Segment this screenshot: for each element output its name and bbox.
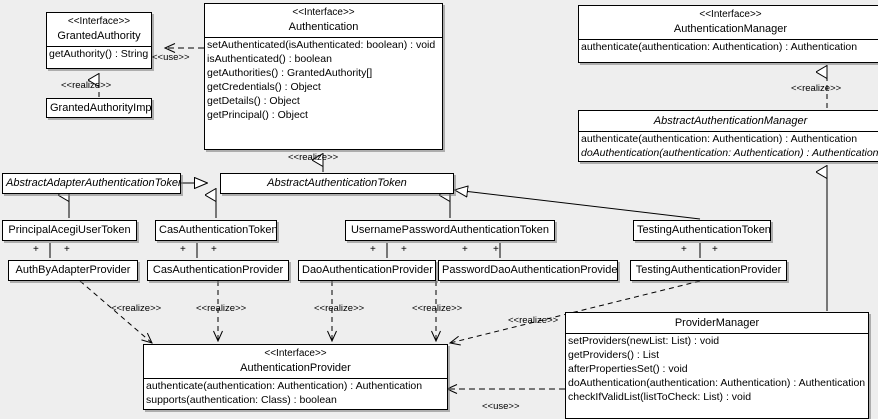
edge-label-realize-granted-authority-impl: <<realize>> <box>61 80 112 91</box>
class-header: <<Interface>> AuthenticationProvider <box>144 345 447 378</box>
edge-label-realize-testing-provider: <<realize>> <box>508 315 559 326</box>
stereotype-label: <<Interface>> <box>699 9 762 20</box>
operation: isAuthenticated() : boolean <box>207 53 332 65</box>
multiplicity-username-password-token-right-a: + <box>401 244 407 255</box>
operation: setProviders(newList: List) : void <box>568 335 720 347</box>
operations-compartment: authenticate(authentication: Authenticat… <box>144 379 447 407</box>
multiplicity-cas-token-left: + <box>180 244 186 255</box>
class-abstract-authentication-manager[interactable]: AbstractAuthenticationManager authentica… <box>578 110 878 162</box>
operation: getAuthority() : String <box>49 48 149 60</box>
operation: getCredentials() : Object <box>207 81 321 93</box>
edge-label-realize-password-dao-provider: <<realize>> <box>412 303 463 314</box>
class-name: AuthenticationProvider <box>240 362 351 374</box>
class-testing-authentication-provider[interactable]: TestingAuthenticationProvider <box>630 260 787 281</box>
class-name: DaoAuthenticationProvider <box>302 264 433 276</box>
class-name: Authentication <box>288 21 359 33</box>
class-cas-authentication-token[interactable]: CasAuthenticationToken <box>155 220 277 241</box>
operation: doAuthentication(authentication: Authent… <box>581 147 878 159</box>
class-name: AbstractAuthenticationManager <box>653 115 808 127</box>
class-name: AuthenticationManager <box>673 23 788 35</box>
multiplicity-username-password-token-right-b: + <box>493 244 499 255</box>
operation: doAuthentication(authentication: Authent… <box>568 377 866 389</box>
multiplicity-username-password-token-left-b: + <box>462 244 468 255</box>
class-name: ProviderManager <box>674 317 760 329</box>
stereotype-label: <<Interface>> <box>292 7 355 18</box>
class-name: GrantedAuthorityImpl <box>50 102 152 114</box>
operations-compartment: authenticate(authentication: Authenticat… <box>579 40 878 54</box>
compartment-divider <box>47 46 151 47</box>
operation: getProviders() : List <box>568 349 660 361</box>
class-header: <<Interface>> AuthenticationManager <box>579 6 878 39</box>
multiplicity-testing-token-right: + <box>712 244 718 255</box>
class-name: PrincipalAcegiUserToken <box>8 224 131 236</box>
class-abstract-adapter-authentication-token[interactable]: AbstractAdapterAuthenticationToken <box>2 173 181 194</box>
class-cas-authentication-provider[interactable]: CasAuthenticationProvider <box>147 260 289 281</box>
compartment-divider <box>144 378 447 379</box>
stereotype-label: <<Interface>> <box>264 348 327 359</box>
operation: afterPropertiesSet() : void <box>568 363 688 375</box>
class-name: AbstractAdapterAuthenticationToken <box>6 177 181 189</box>
class-granted-authority-impl[interactable]: GrantedAuthorityImpl <box>46 98 152 118</box>
class-name: CasAuthenticationProvider <box>152 264 284 276</box>
edge-label-use-authentication-granted: <<use>> <box>152 52 190 63</box>
operation: authenticate(authentication: Authenticat… <box>581 41 858 53</box>
class-principal-acegi-user-token[interactable]: PrincipalAcegiUserToken <box>2 220 137 241</box>
class-abstract-authentication-token[interactable]: AbstractAuthenticationToken <box>220 173 454 194</box>
compartment-divider <box>566 333 868 334</box>
operations-compartment: setProviders(newList: List) : void getPr… <box>566 334 868 404</box>
multiplicity-principal-acegi-token-right: + <box>64 244 70 255</box>
class-header: ProviderManager <box>566 313 868 333</box>
edge-label-use-provider-manager: <<use>> <box>482 401 520 412</box>
operation: authenticate(authentication: Authenticat… <box>146 380 423 392</box>
operations-compartment: setAuthenticated(isAuthenticated: boolea… <box>205 38 442 122</box>
class-provider-manager[interactable]: ProviderManager setProviders(newList: Li… <box>565 312 869 419</box>
operation: authenticate(authentication: Authenticat… <box>581 133 858 145</box>
class-header: AbstractAuthenticationManager <box>579 111 878 131</box>
edge-label-realize-authentication-token: <<realize>> <box>288 152 339 163</box>
class-name: AbstractAuthenticationToken <box>267 177 407 189</box>
class-header: <<Interface>> GrantedAuthority <box>47 13 151 46</box>
class-testing-authentication-token[interactable]: TestingAuthenticationToken <box>633 220 771 241</box>
class-granted-authority[interactable]: <<Interface>> GrantedAuthority getAuthor… <box>46 12 152 69</box>
class-header: <<Interface>> Authentication <box>205 4 442 37</box>
class-name: TestingAuthenticationToken <box>637 224 771 236</box>
compartment-divider <box>205 37 442 38</box>
operation: getPrincipal() : Object <box>207 109 308 121</box>
class-dao-authentication-provider[interactable]: DaoAuthenticationProvider <box>298 260 436 281</box>
compartment-divider <box>579 39 878 40</box>
class-name: GrantedAuthority <box>57 30 141 42</box>
stereotype-label: <<Interface>> <box>67 16 131 27</box>
edge-label-realize-abstract-authentication-manager: <<realize>> <box>791 83 842 94</box>
class-authentication-provider[interactable]: <<Interface>> AuthenticationProvider aut… <box>143 344 448 410</box>
edge-label-realize-auth-by-adapter-provider: <<realize>> <box>111 303 162 314</box>
class-password-dao-authentication-provider[interactable]: PasswordDaoAuthenticationProvider <box>438 260 618 281</box>
class-name: TestingAuthenticationProvider <box>635 264 782 276</box>
compartment-divider <box>579 131 878 132</box>
class-auth-by-adapter-provider[interactable]: AuthByAdapterProvider <box>8 260 138 281</box>
edge-label-realize-dao-provider: <<realize>> <box>314 303 365 314</box>
multiplicity-cas-token-right: + <box>211 244 217 255</box>
class-name: PasswordDaoAuthenticationProvider <box>442 264 618 276</box>
multiplicity-testing-token-left: + <box>681 244 687 255</box>
class-username-password-authentication-token[interactable]: UsernamePasswordAuthenticationToken <box>345 220 555 241</box>
operation: checkIfValidList(listToCheck: List) : vo… <box>568 391 752 403</box>
class-authentication-manager[interactable]: <<Interface>> AuthenticationManager auth… <box>578 5 878 63</box>
class-name: CasAuthenticationToken <box>159 224 277 236</box>
class-name: AuthByAdapterProvider <box>15 264 131 276</box>
operations-compartment: authenticate(authentication: Authenticat… <box>579 132 878 160</box>
class-name: UsernamePasswordAuthenticationToken <box>350 224 550 236</box>
operation: supports(authentication: Class) : boolea… <box>146 394 337 406</box>
edge-label-realize-cas-provider: <<realize>> <box>196 303 247 314</box>
operation: getAuthorities() : GrantedAuthority[] <box>207 67 373 79</box>
multiplicity-username-password-token-left-a: + <box>370 244 376 255</box>
operation: setAuthenticated(isAuthenticated: boolea… <box>207 39 436 51</box>
operation: getDetails() : Object <box>207 95 300 107</box>
operations-compartment: getAuthority() : String <box>47 47 151 61</box>
class-authentication[interactable]: <<Interface>> Authentication setAuthenti… <box>204 3 443 150</box>
multiplicity-principal-acegi-token-left: + <box>33 244 39 255</box>
